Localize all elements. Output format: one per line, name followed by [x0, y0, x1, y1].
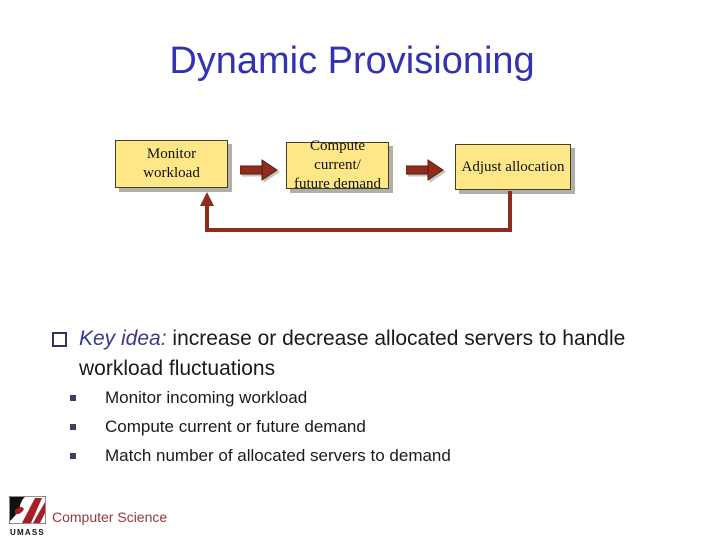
flow-box-label-line1: Compute current/	[310, 138, 365, 173]
flow-box-label-line2: workload	[143, 165, 200, 181]
key-idea-lead: Key idea:	[79, 327, 167, 350]
flow-box-label-line1: Adjust allocation	[461, 158, 565, 175]
sub-bullet-list: Monitor incoming workload Compute curren…	[70, 388, 451, 475]
sub-bullet-text: Match number of allocated servers to dem…	[105, 446, 451, 465]
key-idea-text: Key idea: increase or decrease allocated…	[79, 324, 636, 384]
umass-logo-text: UMASS	[10, 528, 45, 537]
list-item: Compute current or future demand	[70, 417, 451, 436]
flow-box-compute-demand: Compute current/ future demand	[286, 138, 389, 192]
umass-logo: UMASS	[8, 495, 49, 537]
key-idea-rest: increase or decrease allocated servers t…	[79, 327, 626, 380]
list-item: Match number of allocated servers to dem…	[70, 446, 451, 465]
flow-box-monitor-workload: Monitor workload	[115, 140, 228, 188]
flow-box-label-line1: Monitor	[146, 146, 197, 162]
footer-department-label: Computer Science	[52, 509, 168, 525]
square-outline-bullet-icon	[52, 332, 67, 347]
flow-box-adjust-allocation: Adjust allocation	[455, 144, 571, 190]
right-arrow-icon	[240, 159, 278, 181]
umass-logo-icon	[8, 495, 47, 525]
page-title: Dynamic Provisioning	[169, 40, 535, 82]
sub-bullet-text: Monitor incoming workload	[105, 388, 308, 407]
right-arrow-icon	[406, 159, 444, 181]
square-bullet-icon	[70, 453, 76, 459]
square-bullet-icon	[70, 424, 76, 430]
key-idea-bullet: Key idea: increase or decrease allocated…	[52, 324, 636, 384]
feedback-loop-arrow-icon	[200, 191, 512, 232]
list-item: Monitor incoming workload	[70, 388, 451, 407]
flow-box-label-line2: future demand	[293, 176, 382, 192]
square-bullet-icon	[70, 395, 76, 401]
sub-bullet-text: Compute current or future demand	[105, 417, 366, 436]
